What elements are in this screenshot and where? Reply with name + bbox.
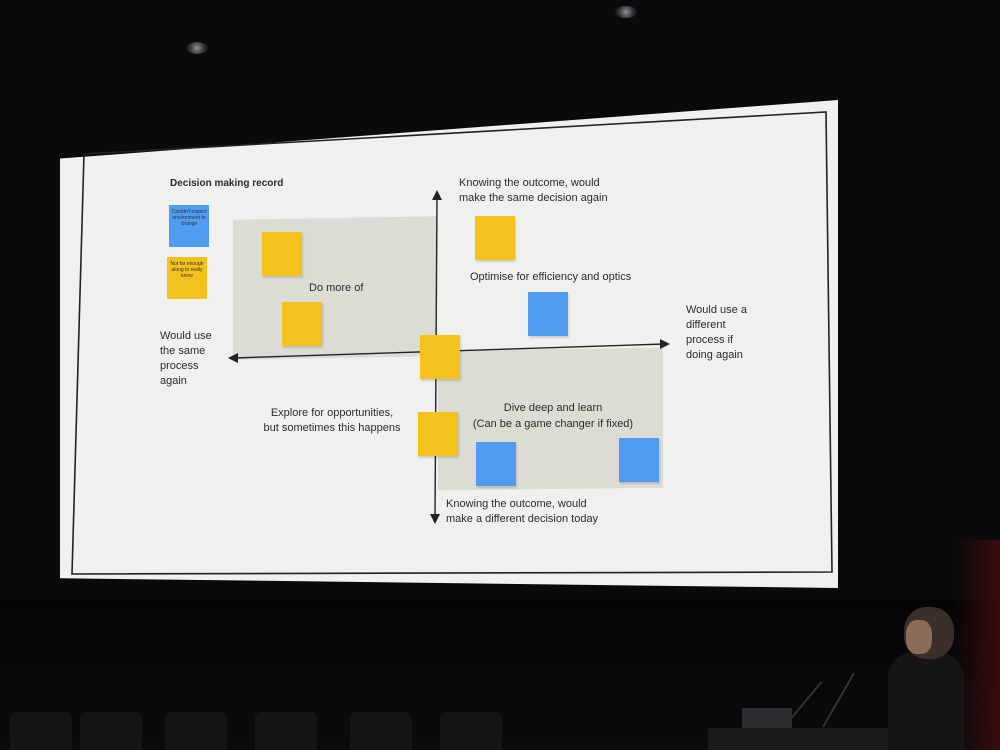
legend-yellow-text: Not far enough along to really know (170, 261, 204, 279)
audience-seat (440, 712, 502, 750)
audience-seat (80, 712, 142, 750)
slide-title: Decision making record (170, 178, 284, 189)
quadrant-label-top-left: Do more of (309, 282, 364, 294)
blue-sticky-note (476, 442, 516, 486)
bottom-axis-label: Knowing the outcome, would make a differ… (446, 498, 599, 525)
podium (708, 728, 888, 750)
speaker-face (906, 620, 932, 654)
ceiling-light (186, 42, 208, 54)
legend-blue-sticky: Couldn't expect environment to change (169, 205, 209, 247)
stage-area (0, 600, 1000, 750)
blue-sticky-note (528, 292, 568, 336)
audience-seat (10, 712, 72, 750)
audience-seat (165, 712, 227, 750)
audience-seat (255, 712, 317, 750)
ceiling-light (615, 6, 637, 18)
right-axis-label: Would use a different process if doing a… (686, 304, 747, 361)
legend-blue-text: Couldn't expect environment to change (171, 209, 207, 227)
top-axis-label: Knowing the outcome, would make the same… (459, 177, 608, 204)
left-axis-label: Would use the same process again (160, 330, 212, 387)
legend-yellow-sticky: Not far enough along to really know (167, 257, 207, 299)
yellow-sticky-note (475, 216, 515, 260)
blue-sticky-note (619, 438, 659, 482)
yellow-sticky-note (262, 232, 302, 276)
quadrant-label-bottom-right-subtitle: (Can be a game changer if fixed) (472, 418, 634, 430)
yellow-sticky-note (282, 302, 322, 346)
yellow-sticky-note (420, 335, 460, 379)
quadrant-label-bottom-right-title: Dive deep and learn (503, 402, 603, 414)
laptop (742, 708, 792, 730)
yellow-sticky-note (418, 412, 458, 456)
quadrant-label-bottom-left: Explore for opportunities, but sometimes… (263, 407, 401, 434)
audience-seat (350, 712, 412, 750)
quadrant-label-top-right: Optimise for efficiency and optics (470, 271, 632, 283)
speaker-figure (888, 652, 964, 750)
